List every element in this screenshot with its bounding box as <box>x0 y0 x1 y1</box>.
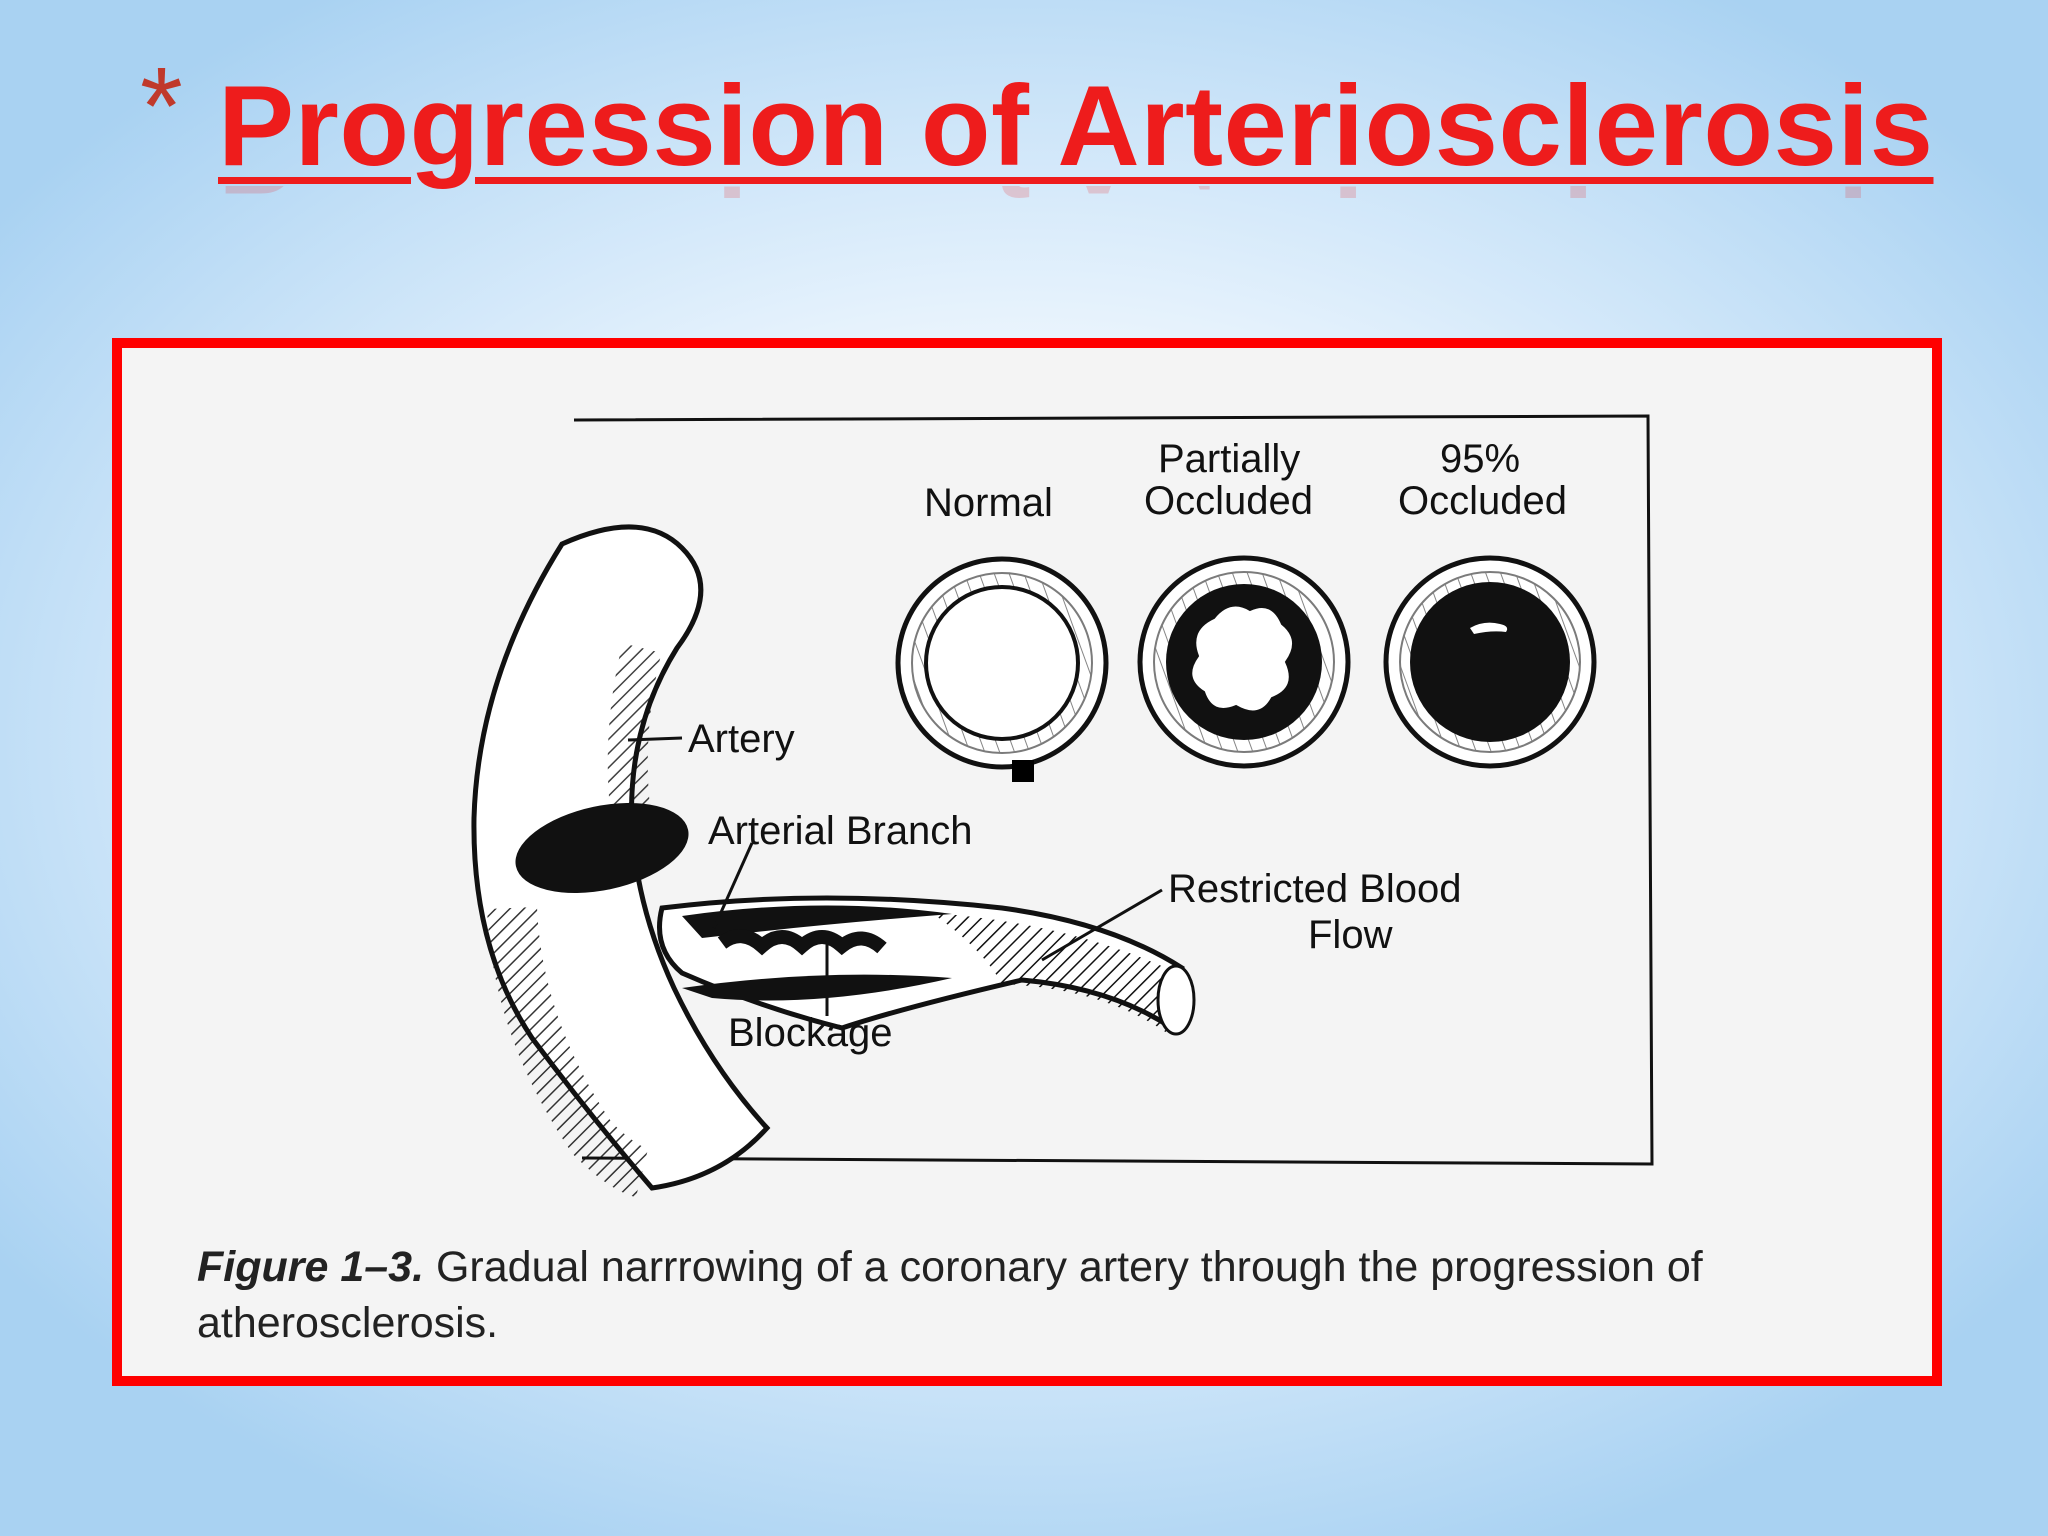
slide-title: Progression of Arteriosclerosis <box>218 63 1934 190</box>
cross-section-partially-occluded <box>1137 555 1351 769</box>
label-partially: Partially <box>1158 437 1300 481</box>
main-artery <box>471 524 771 1198</box>
caption-text: Gradual narrrowing of a coronary artery … <box>197 1243 1703 1347</box>
leader-artery <box>627 736 683 742</box>
title-reflection: Progression of Arteriosclerosis <box>218 186 1933 216</box>
leader-restricted-flow <box>1041 888 1163 962</box>
arterial-branch <box>657 895 1196 1036</box>
cross-section-normal <box>895 556 1109 782</box>
label-artery: Artery <box>688 717 795 761</box>
title-bullet: * <box>140 45 183 168</box>
label-blockage: Blockage <box>728 1011 893 1055</box>
figure-reference: Figure 1–3. <box>197 1243 425 1291</box>
leader-arterial-branch <box>712 842 754 929</box>
label-normal: Normal <box>924 481 1053 525</box>
label-restricted-blood: Restricted Blood <box>1168 867 1461 911</box>
figure-frame: Normal Partially Occluded 95% Occluded A… <box>112 338 1942 1386</box>
label-arterial-branch: Arterial Branch <box>708 809 973 853</box>
label-95-percent: 95% <box>1440 437 1520 481</box>
label-95-occluded: Occluded <box>1398 479 1567 523</box>
label-flow: Flow <box>1308 913 1393 957</box>
artery-diagram: Normal Partially Occluded 95% Occluded A… <box>471 414 1654 1198</box>
figure-caption: Figure 1–3. Gradual narrrowing of a coro… <box>197 1240 1917 1352</box>
label-partially-occluded: Occluded <box>1144 479 1313 523</box>
inner-panel-border <box>573 414 1654 1166</box>
cross-section-95-occluded <box>1383 555 1597 769</box>
title-area: * Progression of Arteriosclerosis Progre… <box>140 38 1940 228</box>
